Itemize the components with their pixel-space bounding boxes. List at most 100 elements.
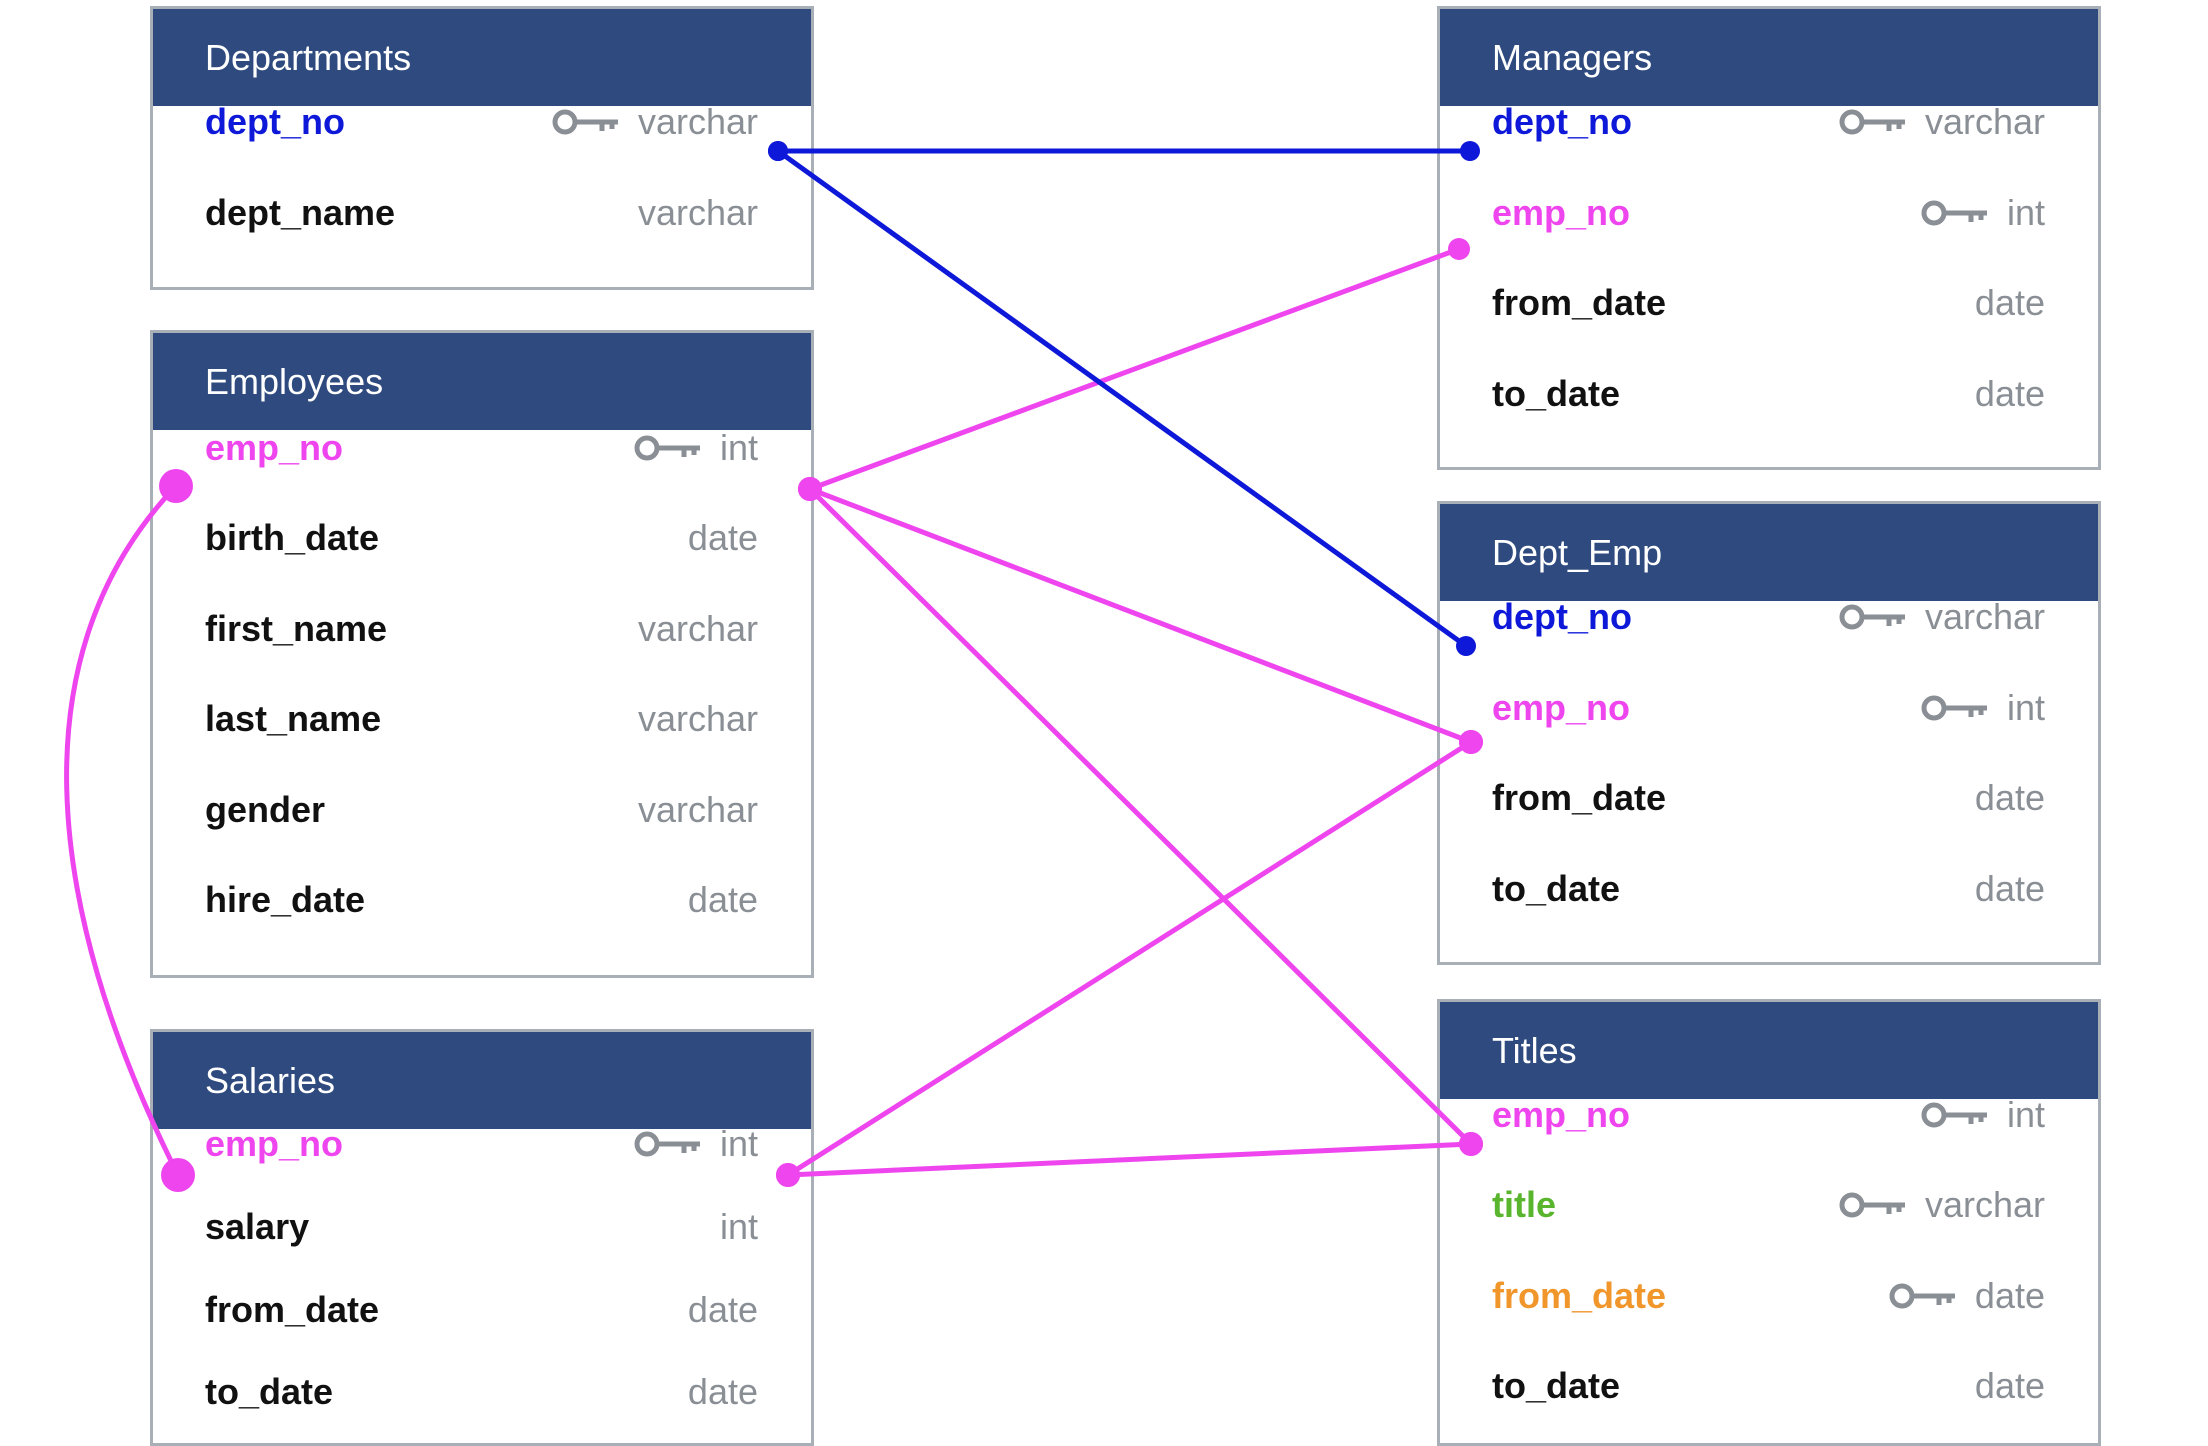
key-icon	[552, 109, 618, 135]
field-type: date	[1974, 1365, 2045, 1406]
table-title: Employees	[205, 360, 384, 402]
relationship-line-employees-emp-no-to-managers-emp-no	[809, 246, 1460, 492]
field-row[interactable]: to_date date	[1440, 1356, 2098, 1416]
field-row[interactable]: birth_date date	[153, 508, 811, 568]
relationship-line-employees-emp-no-to-titles-emp-no	[808, 487, 1473, 1146]
key-icon	[634, 1131, 700, 1157]
key-icon	[1889, 1283, 1955, 1309]
field-name: emp_no	[205, 427, 344, 468]
field-type: varchar	[637, 698, 758, 739]
field-type: int	[2006, 192, 2045, 233]
field-name: to_date	[1492, 1365, 1621, 1406]
field-row[interactable]: from_date date	[1440, 273, 2098, 333]
field-row[interactable]: from_date date	[153, 1280, 811, 1340]
field-type-group: varchar	[638, 192, 758, 234]
field-row[interactable]: first_name varchar	[153, 599, 811, 659]
key-icon	[1839, 604, 1905, 630]
key-icon	[1839, 109, 1905, 135]
field-type-group: varchar	[1839, 1184, 2045, 1226]
field-row[interactable]: salary int	[153, 1197, 811, 1257]
key-icon	[1921, 695, 1987, 721]
field-name: birth_date	[205, 517, 380, 558]
table-header[interactable]: Managers	[1440, 9, 2098, 106]
field-type-group: date	[688, 517, 758, 559]
field-name: from_date	[1492, 777, 1667, 818]
field-type: date	[687, 1371, 758, 1412]
field-type-group: date	[688, 1289, 758, 1331]
field-name: emp_no	[1492, 1094, 1631, 1135]
field-type-group: int	[1921, 1094, 2045, 1136]
field-type-group: int	[634, 427, 758, 469]
field-type-group: varchar	[638, 789, 758, 831]
field-type-group: date	[1975, 282, 2045, 324]
table-title: Managers	[1492, 36, 1653, 78]
table-header[interactable]: Salaries	[153, 1032, 811, 1129]
field-type-group: date	[1889, 1275, 2045, 1317]
field-type-group: date	[1975, 777, 2045, 819]
field-row[interactable]: from_date date	[1440, 768, 2098, 828]
field-type: varchar	[1924, 1184, 2045, 1225]
field-type: varchar	[637, 192, 758, 233]
field-type: varchar	[637, 789, 758, 830]
field-type: date	[1974, 868, 2045, 909]
table-header[interactable]: Departments	[153, 9, 811, 106]
key-icon	[1839, 1192, 1905, 1218]
field-type: date	[687, 879, 758, 920]
key-icon	[1921, 200, 1987, 226]
field-name: hire_date	[205, 879, 366, 920]
field-type-group: int	[720, 1206, 758, 1248]
field-name: last_name	[205, 698, 382, 739]
table-title: Departments	[205, 36, 412, 78]
table-header[interactable]: Employees	[153, 333, 811, 430]
field-type: date	[1974, 1275, 2045, 1316]
table-header[interactable]: Dept_Emp	[1440, 504, 2098, 601]
field-name: title	[1492, 1184, 1557, 1225]
field-name: emp_no	[1492, 687, 1631, 728]
field-row[interactable]: title varchar	[1440, 1175, 2098, 1235]
field-name: salary	[205, 1206, 310, 1247]
table-header[interactable]: Titles	[1440, 1002, 2098, 1099]
field-type: varchar	[637, 608, 758, 649]
field-type-group: date	[1975, 868, 2045, 910]
field-name: dept_no	[1492, 101, 1632, 142]
field-row[interactable]: from_date date	[1440, 1266, 2098, 1326]
field-type: int	[719, 427, 758, 468]
field-row[interactable]: emp_no int	[1440, 1085, 2098, 1145]
field-row[interactable]: emp_no int	[1440, 678, 2098, 738]
field-row[interactable]: hire_date date	[153, 870, 811, 930]
field-type: date	[1974, 373, 2045, 414]
field-row[interactable]: dept_no varchar	[1440, 92, 2098, 152]
field-type: varchar	[637, 101, 758, 142]
field-type: int	[2006, 687, 2045, 728]
key-icon	[634, 435, 700, 461]
field-name: from_date	[1492, 282, 1667, 323]
field-name: to_date	[205, 1371, 334, 1412]
field-type-group: date	[688, 1371, 758, 1413]
field-row[interactable]: last_name varchar	[153, 689, 811, 749]
field-name: first_name	[205, 608, 388, 649]
field-name: from_date	[1492, 1275, 1667, 1316]
field-name: from_date	[205, 1289, 380, 1330]
field-type-group: int	[634, 1123, 758, 1165]
field-row[interactable]: emp_no int	[153, 418, 811, 478]
field-row[interactable]: to_date date	[153, 1362, 811, 1422]
table-title: Dept_Emp	[1492, 531, 1663, 573]
field-type: varchar	[1924, 101, 2045, 142]
field-type: date	[1974, 282, 2045, 323]
field-type-group: date	[688, 879, 758, 921]
field-type: int	[719, 1123, 758, 1164]
